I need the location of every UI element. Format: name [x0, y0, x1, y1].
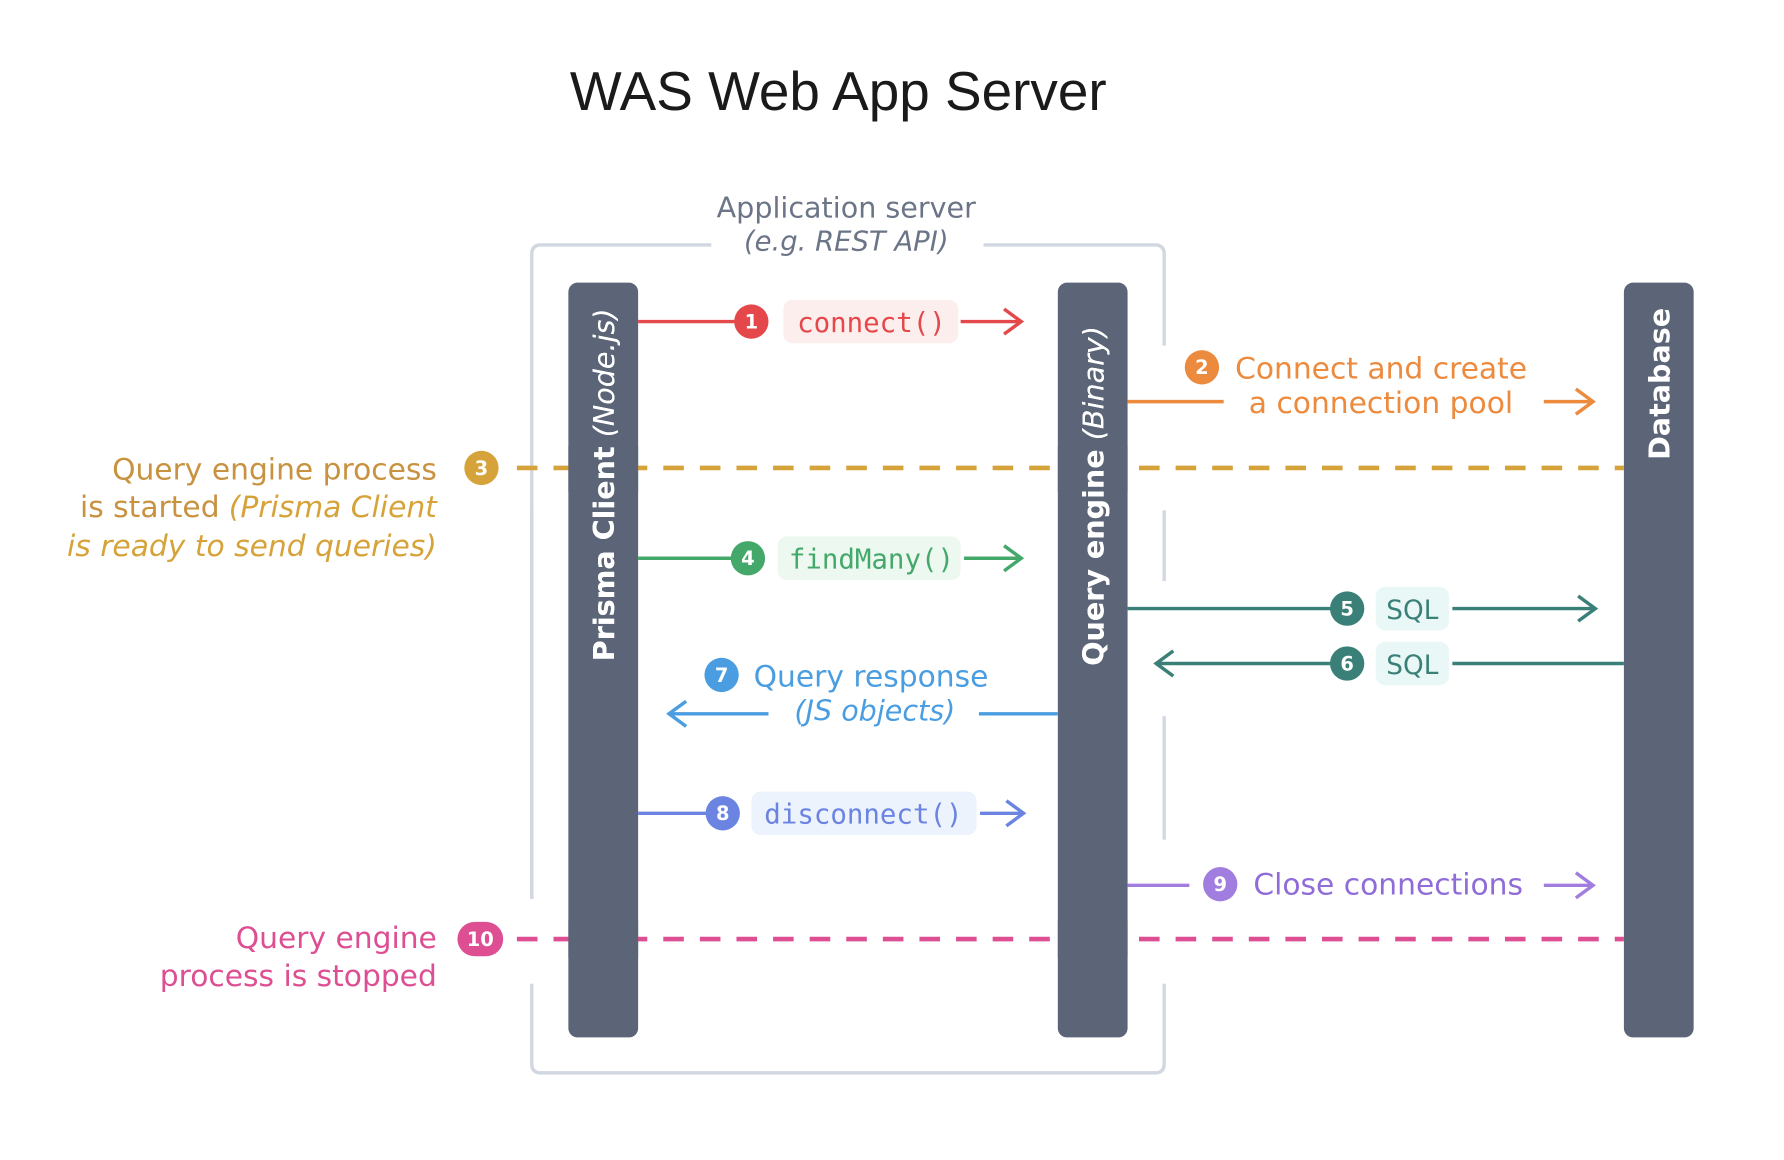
- lifeline-prisma-client-overlay-2: [568, 920, 639, 958]
- step9-badge: [1203, 867, 1238, 902]
- frame-bottom: [530, 983, 1166, 1075]
- step10-label-line2: process is stopped: [160, 959, 437, 994]
- step8-badge: [705, 796, 740, 831]
- step8-arrowhead-icon: [1005, 799, 1027, 828]
- lifeline-prisma-client-overlay: [568, 446, 639, 492]
- step10-badge: [457, 921, 504, 957]
- step-4-findmany: 4 findMany(): [638, 536, 1025, 580]
- query-engine-label-overlay: Query engine(Binary): [1077, 326, 1111, 666]
- step7-badge: [704, 657, 739, 693]
- app-server-sublabel: (e.g. REST API): [744, 227, 949, 258]
- step-3-engine-started: 3 Query engine process is started(Prisma…: [67, 450, 499, 564]
- step3-badge: [464, 450, 499, 486]
- step10-label-line1: Query engine: [236, 921, 437, 956]
- step4-badge: [730, 541, 766, 576]
- step9-arrowhead-icon: [1574, 871, 1596, 900]
- step4-label-bg: [777, 536, 961, 580]
- step7-label-line1: Query response: [754, 659, 989, 694]
- app-server-label: Application server: [717, 190, 976, 224]
- step5-label: SQL: [1386, 596, 1438, 626]
- step8-label: disconnect(): [764, 800, 962, 831]
- step5-label-bg: [1375, 586, 1449, 631]
- step1-number: 1: [745, 310, 759, 333]
- step2-arrowhead-icon: [1574, 387, 1596, 416]
- prisma-client-label-overlay: Prisma Client(Node.js): [587, 308, 621, 661]
- step1-arrowhead-icon: [1003, 307, 1025, 336]
- step6-arrowhead-icon: [1153, 649, 1175, 678]
- step8-number: 8: [716, 802, 730, 825]
- step-1-connect: 1 connect(): [638, 299, 1025, 344]
- step-9-close-connections: 9 Close connections: [1127, 867, 1596, 902]
- step8-label-bg: [751, 791, 977, 836]
- step-7-query-response: 7 Query response (JS objects): [666, 657, 1058, 728]
- lifeline-query-engine-overlay: [1057, 446, 1128, 492]
- lifeline-query-engine-overlay-2: [1057, 920, 1128, 958]
- step3-label-line1: Query engine process: [112, 452, 437, 487]
- frame-top-left: [530, 243, 712, 900]
- step7-number: 7: [715, 664, 729, 687]
- frame-top-right: [983, 243, 1166, 346]
- diagram-title: WAS Web App Server: [570, 60, 1107, 122]
- step4-number: 4: [741, 547, 755, 570]
- step6-badge: [1329, 646, 1365, 681]
- step1-label-bg: [783, 299, 959, 344]
- step7-label-line2: (JS objects): [794, 694, 955, 728]
- database-label: Database: [1643, 308, 1677, 460]
- step2-badge: [1184, 350, 1220, 385]
- step2-label-line2: a connection pool: [1249, 386, 1513, 421]
- step-2-connection-pool: 2 Connect and create a connection pool: [1127, 350, 1596, 421]
- step2-label-line1: Connect and create: [1235, 352, 1527, 387]
- app-server-frame: Application server (e.g. REST API): [530, 190, 1166, 1075]
- step3-label-line3: is ready to send queries): [67, 529, 437, 564]
- step1-badge: [734, 304, 769, 339]
- step4-arrowhead-icon: [1003, 544, 1025, 573]
- step-5-sql-request: 5 SQL: [1127, 586, 1599, 631]
- step9-label: Close connections: [1253, 867, 1523, 902]
- step6-label-bg: [1375, 641, 1449, 686]
- step2-number: 2: [1195, 356, 1209, 379]
- step-8-disconnect: 8 disconnect(): [638, 791, 1027, 836]
- step5-arrowhead-icon: [1577, 594, 1599, 623]
- step-6-sql-response: 6 SQL: [1153, 641, 1624, 686]
- step-10-engine-stopped: 10 Query engine process is stopped: [160, 921, 504, 994]
- step6-number: 6: [1340, 652, 1354, 675]
- step5-number: 5: [1340, 597, 1354, 620]
- lifeline-database: [1623, 282, 1694, 1038]
- step3-number: 3: [475, 457, 489, 480]
- step4-label: findMany(): [789, 545, 954, 576]
- step9-number: 9: [1213, 873, 1227, 896]
- step7-arrowhead-icon: [666, 699, 688, 728]
- step3-label-line2: is started(Prisma Client: [80, 490, 438, 525]
- step6-label: SQL: [1386, 651, 1438, 681]
- step1-label: connect(): [797, 308, 946, 339]
- step10-number: 10: [467, 928, 494, 951]
- step5-badge: [1329, 591, 1365, 626]
